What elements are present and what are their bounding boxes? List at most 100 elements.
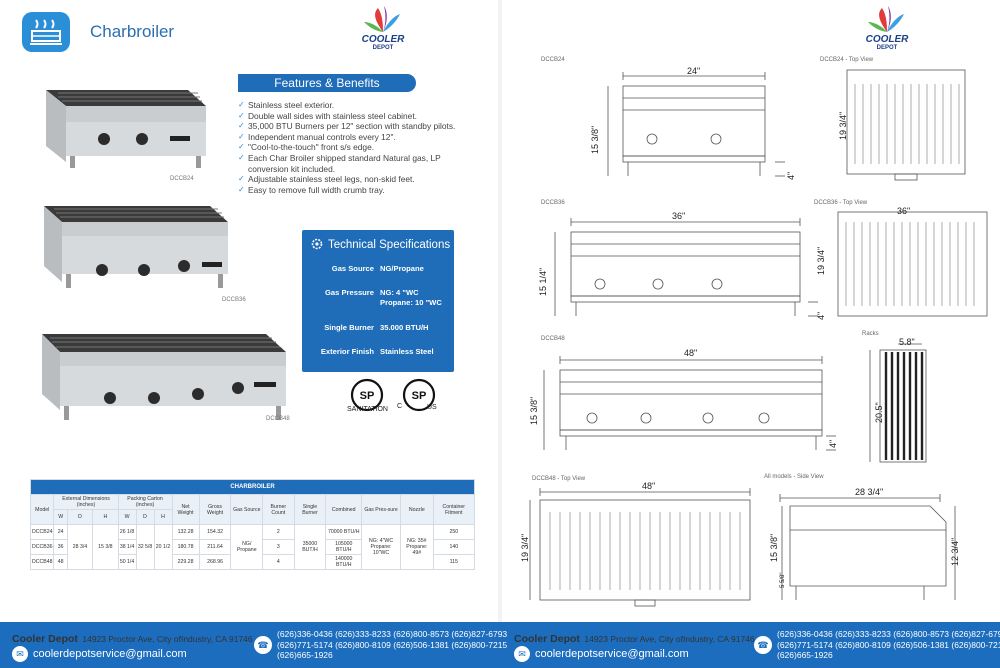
footer-brand: Cooler Depot [12, 633, 78, 645]
cell-gas: NG/ Propane [230, 524, 264, 570]
feature-item: ✓"Cool-to-the-touch" front s/s edge. [238, 142, 488, 153]
cell-net: 229.28 [171, 554, 200, 570]
cell-gross: 211.64 [198, 539, 232, 555]
col-combined: Combined [325, 494, 363, 525]
check-icon: ✓ [238, 121, 245, 131]
footer-address-left: Cooler Depot 14923 Proctor Ave, City ofI… [12, 629, 253, 647]
product-caption-3: DCCB48 [266, 416, 290, 422]
cell-model: DCCB36 [29, 539, 55, 555]
cell-bc: 2 [262, 524, 295, 540]
dim-48-height: 15 3/8" [529, 396, 539, 425]
feature-item: ✓35,000 BTU Burners per 12" section with… [238, 121, 488, 132]
spec-value: NG/Propane [380, 264, 424, 273]
feature-item: ✓Stainless steel exterior. [238, 100, 488, 111]
csa-us-label: US [427, 404, 437, 411]
footer-email[interactable]: coolerdepotservice@gmail.com [33, 648, 187, 660]
feature-text: Independent manual controls every 12". [248, 131, 396, 142]
cell-pw: 50 1/4 [117, 554, 137, 570]
feature-text: conversion kit included. [248, 163, 336, 174]
spec-value: Stainless Steel [380, 347, 434, 356]
feature-text: Adjustable stainless steel legs, non-ski… [248, 174, 415, 185]
press-propane: Propane: 10"WC [370, 544, 392, 556]
logo-subtext-right: DEPOT [876, 45, 898, 51]
col-gross: Gross Weight [198, 494, 232, 525]
dim-side-height: 15 3/8" [769, 533, 779, 562]
product-image-dccb36 [44, 206, 228, 288]
spec-value-2: Propane: 10 "WC [380, 298, 442, 307]
col-press: Gas Pres-sure [361, 494, 402, 525]
check-icon: ✓ [238, 110, 245, 120]
csa-c-label: C [397, 403, 403, 410]
cell-gross: 154.32 [198, 524, 232, 540]
features-list: ✓Stainless steel exterior. ✓Double wall … [238, 100, 488, 195]
col-single: Single Burner [293, 494, 327, 525]
cell-net: 132.28 [171, 524, 200, 540]
cooler-depot-logo-right: COOLER DEPOT [852, 4, 922, 54]
feature-item-continued: conversion kit included. [238, 164, 488, 175]
drawing-label-dccb36-top: DCCB36 - Top View [814, 200, 868, 206]
footer-address-right-text: 14923 Proctor Ave, City ofIndustry, CA 9… [584, 634, 755, 644]
product-image-dccb24 [46, 90, 206, 168]
cell-combined: 105000 BTU/H [325, 539, 363, 555]
spec-key: Gas Source [331, 264, 374, 273]
check-icon: ✓ [238, 152, 245, 162]
features-title: Features & Benefits [238, 74, 416, 92]
press-ng: NG: 4"WC [369, 538, 394, 544]
col-container: Container Fitment [432, 494, 476, 525]
logo-subtext: DEPOT [372, 45, 394, 51]
feature-text: "Cool-to-the-touch" front s/s edge. [248, 142, 375, 153]
cell-d: 28 3/4 [66, 524, 94, 570]
cell-model: DCCB48 [29, 554, 55, 570]
page-divider [498, 0, 502, 622]
table-row: DCCB48 48 50 1/4 229.28 268.96 4 140000 … [29, 554, 476, 570]
feature-text: Each Char Broiler shipped standard Natur… [248, 152, 441, 163]
email-icon: ✉ [12, 646, 28, 662]
technical-drawings [529, 69, 988, 607]
svg-text:SP: SP [360, 390, 375, 402]
col-model: Model [29, 494, 55, 525]
spec-key: Exterior Finish [320, 347, 374, 356]
footer-phones: (626)336-0436 (626)333-8233 (626)800-857… [277, 629, 507, 661]
dim-36-height: 15 1/4" [538, 267, 548, 296]
cell-bc: 3 [262, 539, 295, 555]
dim-rack-length: 20.5" [874, 402, 884, 423]
dim-36-leg: 4" [816, 311, 826, 320]
spec-key: Single Burner [324, 323, 374, 332]
feature-item: ✓Easy to remove full width crumb tray. [238, 185, 488, 196]
check-icon: ✓ [238, 142, 245, 152]
phone-line-3-right: (626)665-1926 [777, 650, 833, 660]
drawing-label-dccb24-top: DCCB24 - Top View [820, 57, 874, 63]
cell-container: 115 [432, 554, 476, 570]
check-icon: ✓ [238, 174, 245, 184]
cell-ph: 20 1/2 [153, 524, 173, 570]
spec-value: 35.000 BTU/H [380, 323, 429, 332]
col-net: Net Weight [171, 494, 200, 525]
drawing-label-dccb24: DCCB24 [541, 57, 565, 63]
dim-24-height: 15 3/8" [590, 125, 600, 154]
feature-item: ✓Independent manual controls every 12". [238, 132, 488, 143]
product-caption-2: DCCB36 [222, 297, 246, 303]
logo-text: COOLER [361, 34, 405, 45]
footer-address: 14923 Proctor Ave, City ofIndustry, CA 9… [82, 634, 253, 644]
feature-item: ✓Adjustable stainless steel legs, non-sk… [238, 174, 488, 185]
phone-line-1: (626)336-0436 (626)333-8233 (626)800-857… [277, 629, 508, 639]
phone-line-2: (626)771-5174 (626)800-8109 (626)506-138… [277, 639, 508, 650]
cell-net: 180.78 [171, 539, 200, 555]
cell-nozzle: NG: 35#Propane: 49# [400, 524, 434, 570]
drawing-label-dccb36: DCCB36 [541, 200, 565, 206]
col-d: D [66, 509, 94, 525]
dim-24-width: 24" [687, 66, 701, 76]
csa-us-icon: SP [402, 378, 436, 412]
dim-side-height-2: 12 3/4" [950, 537, 960, 566]
tech-spec-title: Technical Specifications [328, 239, 451, 251]
cell-pw: 38 1/4 [117, 539, 137, 555]
footer-email-right[interactable]: coolerdepotservice@gmail.com [535, 648, 689, 660]
cell-w: 24 [53, 524, 68, 540]
col-nozzle: Nozzle [400, 494, 434, 525]
cell-pd: 32 5/8 [135, 524, 155, 570]
svg-text:SP: SP [412, 390, 427, 402]
sanitation-label: SANITATION [347, 406, 388, 413]
dim-36-depth: 19 3/4" [816, 246, 826, 275]
spec-key: Gas Pressure [325, 288, 374, 297]
